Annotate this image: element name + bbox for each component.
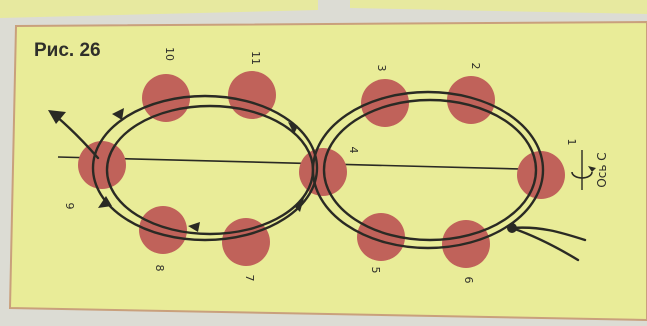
label-7: 7 (243, 275, 256, 282)
dot-7 (222, 218, 270, 266)
figure-title: Рис. 26 (34, 40, 101, 61)
thread-tail-2 (510, 226, 587, 242)
start-knot (507, 223, 517, 233)
exit-arrow-icon (48, 110, 66, 124)
dot-labels: 10 11 9 8 7 4 3 2 1 5 6 (63, 47, 578, 284)
dot-2 (447, 76, 495, 124)
arrow-left-loop-side-icon (98, 196, 112, 208)
dot-3 (361, 79, 409, 127)
label-3: 3 (375, 65, 388, 72)
axis-c-label: Ось С (595, 152, 609, 187)
axis-c-marker: Ось С (571, 150, 609, 190)
right-loop-inner (322, 98, 538, 242)
rotation-icon (571, 171, 593, 179)
left-loop-inner (105, 104, 315, 236)
dot-5 (357, 213, 405, 261)
arrow-left-loop-return-icon (294, 198, 304, 212)
arrow-left-loop-top-icon (112, 108, 124, 120)
label-1: 1 (565, 139, 578, 146)
label-2: 2 (469, 63, 482, 70)
left-loop-outer (91, 94, 319, 242)
dot-9 (78, 141, 126, 189)
label-6: 6 (462, 277, 475, 284)
rotation-arrow-icon (588, 166, 596, 172)
label-10: 10 (163, 47, 176, 61)
top-strip-right (350, 0, 647, 14)
label-5: 5 (369, 267, 382, 274)
arrow-left-loop-bottom-icon (188, 222, 200, 232)
label-11: 11 (249, 51, 262, 65)
arrow-top-left-loop-icon (288, 122, 298, 134)
label-9: 9 (63, 203, 76, 210)
dot-8 (139, 206, 187, 254)
label-4: 4 (347, 147, 360, 154)
loop-paths (54, 90, 587, 262)
label-8: 8 (153, 265, 166, 272)
direction-arrows (48, 108, 304, 232)
top-strip-left (0, 0, 318, 18)
thread-tail (510, 226, 580, 262)
dot-1 (517, 151, 565, 199)
